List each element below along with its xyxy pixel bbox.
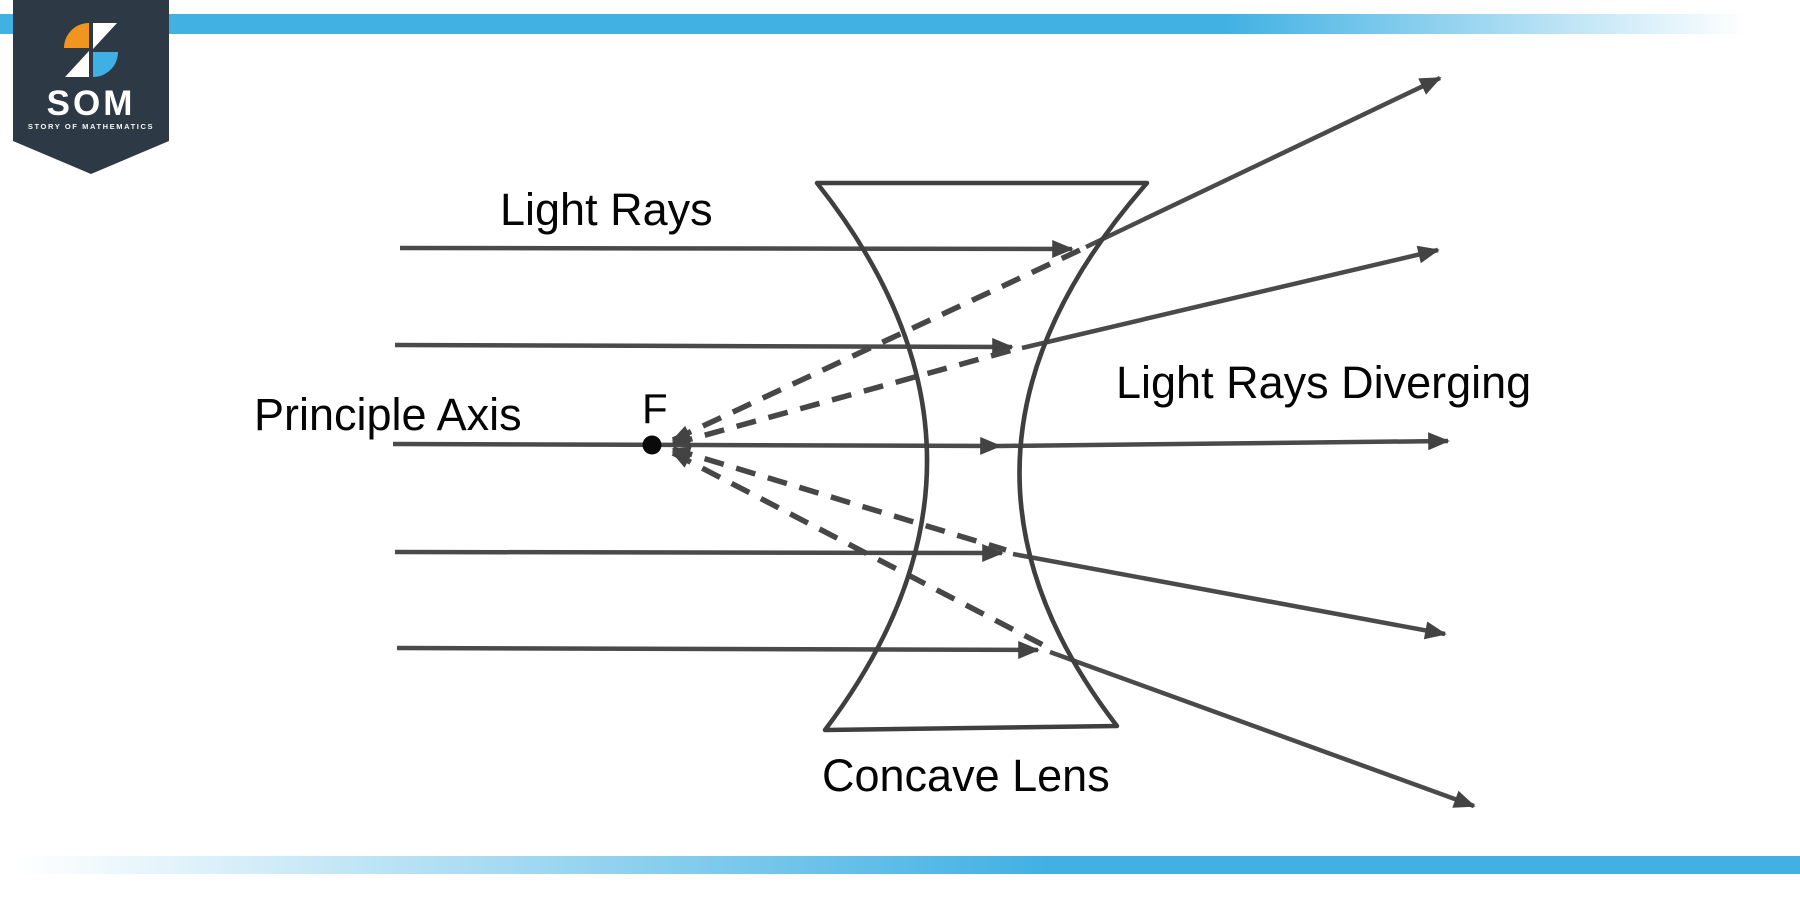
diverging-ray-5 [1049, 649, 1476, 809]
backtrace-line-4 [671, 450, 1045, 648]
label-light-rays-diverging: Light Rays Diverging [1116, 357, 1532, 408]
diverging-ray-2 [1021, 245, 1440, 351]
backtrace-line-2 [671, 346, 1017, 447]
bottom-accent-bar [0, 856, 1800, 874]
diverging-ray-4 [1012, 551, 1447, 640]
pinwheel-blue-quarter [93, 52, 118, 77]
incident-ray-5 [396, 640, 1040, 659]
incident-rays [392, 239, 1074, 659]
concave-lens-outline [814, 180, 1150, 733]
pinwheel-white-top-triangle [93, 23, 117, 49]
incident-ray-2 [394, 337, 1014, 356]
principle-axis-ray [392, 436, 1002, 455]
diverging-rays [999, 75, 1476, 809]
logo-tagline: STORY OF MATHEMATICS [27, 122, 155, 131]
incident-ray-4 [394, 543, 1004, 562]
som-logo-banner: SOM STORY OF MATHEMATICS [13, 0, 169, 174]
pinwheel-orange-quarter [64, 23, 89, 48]
backtrace-line-1 [671, 247, 1082, 443]
label-concave-lens: Concave Lens [822, 750, 1110, 801]
focal-point-dot [642, 435, 662, 455]
diverging-ray-1 [1085, 75, 1442, 250]
incident-ray-1 [399, 239, 1074, 258]
backtrace-line-3 [671, 446, 1007, 553]
diverging-ray-3 [999, 432, 1450, 451]
som-pinwheel-icon [64, 23, 118, 77]
focal-backtrace-lines [671, 247, 1082, 648]
top-accent-bar [0, 14, 1800, 34]
label-focal-point: F [642, 385, 668, 432]
label-principle-axis: Principle Axis [254, 389, 522, 440]
label-light-rays: Light Rays [500, 184, 713, 235]
pinwheel-white-bottom-triangle [65, 51, 89, 77]
logo-acronym: SOM [46, 84, 136, 123]
